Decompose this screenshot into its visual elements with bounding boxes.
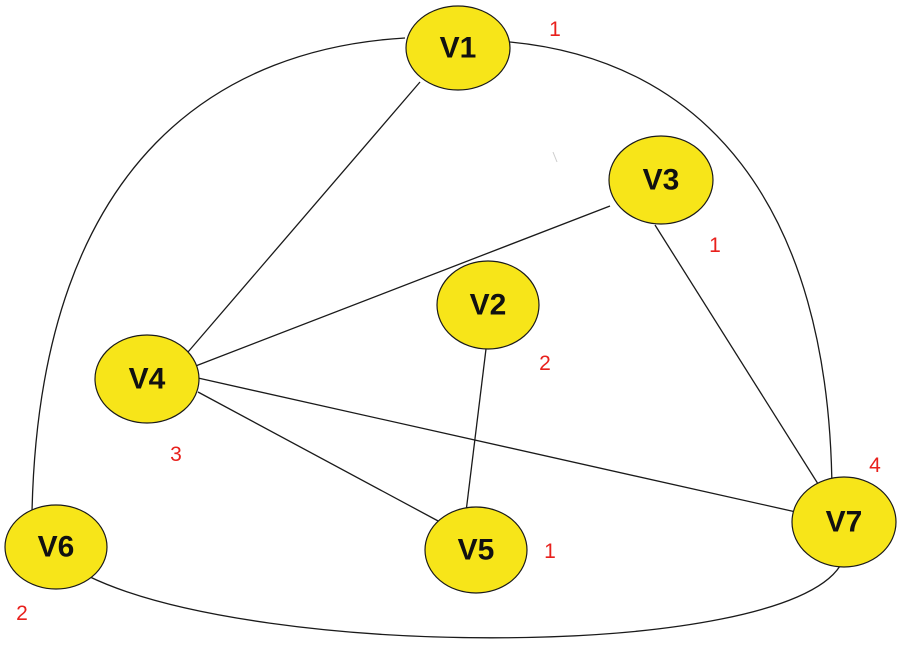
node-v1[interactable]: V1	[405, 5, 511, 91]
edge-v1-v7	[509, 41, 833, 493]
node-v2-label: V2	[470, 289, 507, 322]
weight-v7: 4	[869, 454, 881, 477]
node-v2[interactable]: V2	[436, 260, 540, 350]
node-v4-circle	[94, 334, 200, 424]
nodes: V1 V3 V2 V4 V5 V6 V7	[4, 5, 897, 594]
weight-v5: 1	[544, 540, 556, 563]
node-v7[interactable]: V7	[791, 476, 897, 568]
stray-mark	[552, 151, 558, 163]
node-v5-circle	[424, 506, 528, 594]
weight-v4: 3	[170, 443, 182, 466]
edges	[31, 37, 841, 639]
node-v1-circle	[405, 5, 511, 91]
node-v2-circle	[436, 260, 540, 350]
weight-v6: 2	[16, 602, 28, 625]
edge-v4-v5	[197, 391, 441, 523]
node-v4-label: V4	[129, 363, 166, 396]
weight-v1: 1	[549, 18, 561, 41]
node-v6-label: V6	[38, 531, 75, 564]
edge-v3-v7	[654, 224, 826, 496]
weight-labels: 1 1 2 3 1 2 4	[16, 18, 881, 625]
node-v3[interactable]: V3	[608, 135, 714, 225]
edge-v4-v7	[197, 377, 797, 513]
node-v7-circle	[791, 476, 897, 568]
node-v4[interactable]: V4	[94, 334, 200, 424]
node-v1-label: V1	[440, 32, 477, 65]
edge-v1-v4	[187, 81, 421, 353]
node-v3-label: V3	[643, 164, 680, 197]
weight-v3: 1	[709, 234, 721, 257]
node-v3-circle	[608, 135, 714, 225]
weight-v2: 2	[539, 352, 551, 375]
edge-v1-v6	[31, 37, 406, 513]
edge-v3-v4	[192, 205, 611, 368]
node-v6-circle	[4, 504, 108, 590]
node-v7-label: V7	[826, 506, 863, 539]
node-v6[interactable]: V6	[4, 504, 108, 590]
node-v5-label: V5	[458, 534, 495, 567]
edge-v6-v7	[87, 565, 841, 639]
edge-v2-v5	[465, 348, 487, 513]
node-v5[interactable]: V5	[424, 506, 528, 594]
